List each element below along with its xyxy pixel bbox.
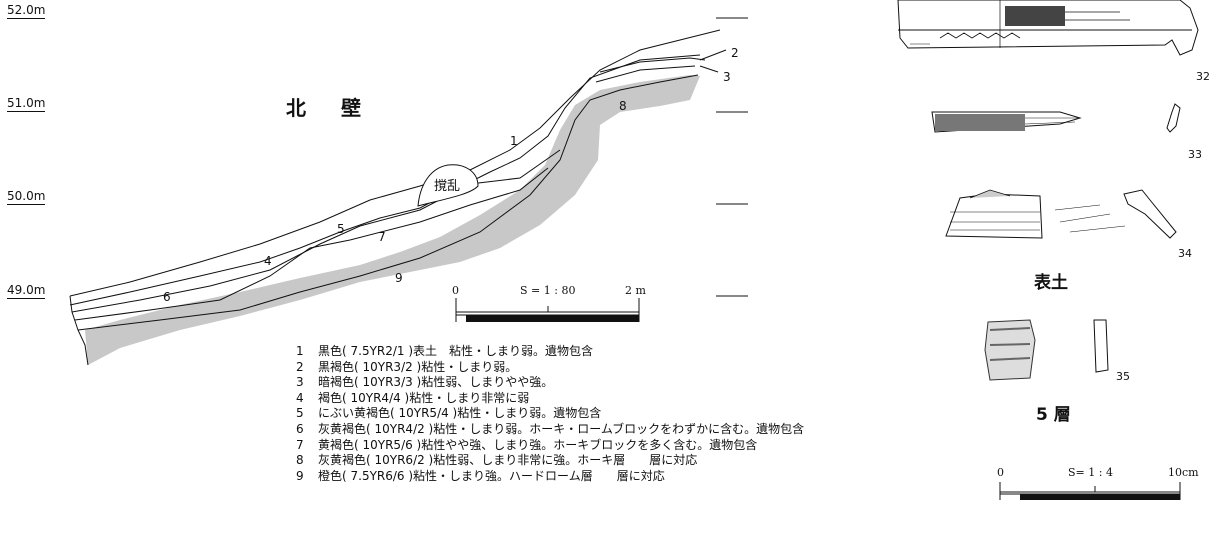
layer-label-2: 2 [731,46,739,60]
artifact-number-32: 32 [1196,70,1210,83]
artifact-scale-label: S= 1 : 4 [1068,466,1113,479]
artifact-number-33: 33 [1188,148,1202,161]
artifact-scale-start: 0 [997,466,1004,479]
layer-line-e [599,57,706,73]
layer-label-3: 3 [723,70,731,84]
artifact-number-35: 35 [1116,370,1130,383]
elevation-label-49: 49.0m [7,283,46,299]
section-scale-start: 0 [452,284,459,297]
caption-layer-5: 5 層 [1036,405,1071,425]
soil-section-drawing [69,17,748,366]
layer-line-d [77,74,699,331]
layer-label-9: 9 [395,271,403,285]
artifact-scale-bar [999,482,1181,500]
section-scale-end: 2 m [625,284,646,297]
layer-label-5: 5 [337,222,345,236]
layer-label-8: 8 [619,99,627,113]
layer-label-4: 4 [264,254,272,268]
layer-label-6: 6 [163,290,171,304]
layer-9-band [85,75,700,365]
caption-topsoil: 表土 [1034,273,1068,293]
layer-label-7: 7 [378,230,386,244]
disturbance-label: 撹乱 [434,179,461,194]
layer-line-b [71,149,561,313]
left-wall-line [69,295,89,366]
section-title: 北 壁 [286,96,375,120]
artifact-33-drawing [931,103,1181,133]
artifact-35-drawing [984,319,1109,381]
artifact-32-drawing [897,0,1199,56]
elevation-label-50: 50.0m [7,189,46,205]
artifact-34-drawing [945,189,1177,239]
disturbance-pit-outline [417,164,479,207]
artifact-number-34: 34 [1178,247,1192,260]
layer-line-f [595,65,696,83]
section-scale-label: S = 1 : 80 [520,284,576,297]
artifact-drawings [897,0,1199,500]
layer-line-c [74,167,549,321]
artifact-scale-end: 10cm [1168,466,1199,479]
elevation-label-52: 52.0m [7,3,46,19]
elevation-label-51: 51.0m [7,96,46,112]
layer-label-1: 1 [510,134,518,148]
